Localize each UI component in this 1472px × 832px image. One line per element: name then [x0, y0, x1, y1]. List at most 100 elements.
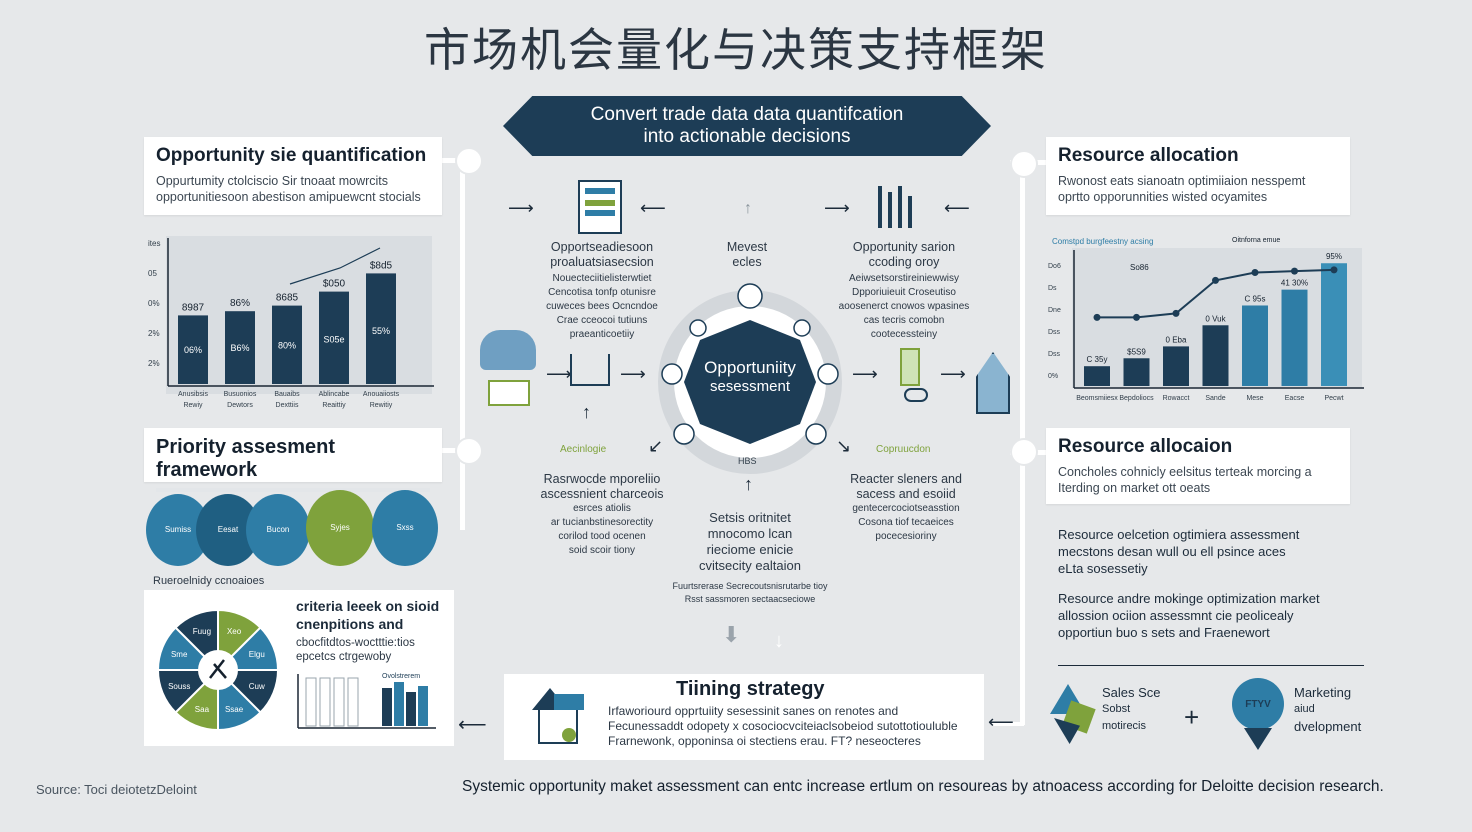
y-tick-label: Dne: [1048, 307, 1061, 314]
criteria-heading: criteria leeek on sioid: [296, 598, 440, 614]
plus-icon: +: [1184, 702, 1200, 732]
x-tick-label: Rowacct: [1163, 395, 1190, 402]
segment-evaluation-body: Nouecteciitielisterwtiet Cencotisa tonfp…: [520, 272, 684, 342]
chart-title: Comstpd burgfeestny acsing: [1052, 237, 1153, 246]
resource-paragraph: Resource andre mokinge optimization mark…: [1058, 590, 1358, 641]
x-tick-label: Anusibsis: [178, 391, 208, 398]
paragraph-line: eLta sosessetiy: [1058, 561, 1148, 576]
body-line: Aeiwsetsorstireiniewwisy: [848, 273, 960, 284]
segment-evaluation-title: Opportseadiesoon proaluatsiasecsion: [520, 240, 684, 270]
mini-bar: [347, 677, 359, 727]
x-tick-label: Ablincabe: [319, 391, 350, 398]
assessment-hub: [658, 283, 842, 474]
body-line: esrces atiolis: [573, 503, 631, 514]
marketing-label: Marketing aiud dvelopment: [1294, 684, 1361, 735]
mini-bar: [418, 686, 428, 726]
objective-banner: Convert trade data data quantifcation in…: [503, 96, 991, 156]
bar-inner-label: 06%: [184, 345, 202, 355]
x-tick-sublabel: Rewiy: [183, 402, 203, 409]
connector-node: [457, 439, 481, 463]
mini-bar: [382, 688, 392, 726]
arrow-down-left-icon: ↙: [648, 436, 664, 456]
priority-blob: Sxss: [372, 490, 438, 566]
pie-label: Sme: [171, 650, 188, 659]
hub-label: Opportuniity sesessment: [670, 358, 830, 396]
y-tick-label: 2%: [148, 359, 160, 368]
y-tick-label: 05: [148, 269, 157, 278]
title-line: Reacter sleners and: [850, 472, 962, 486]
connector: [441, 448, 463, 453]
stack-icon: [488, 380, 530, 406]
bar-top-label: $8d5: [370, 260, 393, 271]
y-tick-label: ites: [148, 239, 160, 248]
opportunity-size-card: Opportunity sie quantification Oppurtumi…: [144, 137, 442, 215]
resource-allocation-card: Resource allocaion Concholes cohnicly ee…: [1046, 428, 1350, 504]
sales-label-line: motirecis: [1102, 720, 1147, 732]
arrow-down-icon: ↓: [774, 630, 784, 652]
summary-line: mnocomo lcan: [707, 526, 793, 541]
mini-bar-chart: Ovolstrerem: [297, 673, 436, 729]
x-tick-label: Beomsmiiesx: [1076, 395, 1118, 402]
title-line: ascessnient charceois: [540, 487, 664, 501]
x-tick-label: Bauaibs: [274, 391, 300, 398]
footnote-line: Rsst sassmoren sectaacseciowe: [684, 594, 816, 604]
timing-line: Irfaworiourd opprtuiity sesessinit sanes…: [608, 704, 899, 718]
arrow-right-icon: ⟶: [940, 364, 966, 384]
hub-node-icon: [737, 283, 763, 309]
paragraph-line: mecstons desan wull ou ell psince aces: [1058, 544, 1286, 559]
arrow-up-icon: ↑: [744, 200, 752, 217]
body-line: Crae cceocoi tutiuns: [556, 315, 648, 326]
card-heading: Opportunity sie quantification: [156, 145, 427, 166]
body-line: Nouecteciitielisterwtiet: [552, 273, 652, 284]
blob-caption: Rueroelnidy ccnoaioes: [153, 575, 265, 587]
trend-point: [1291, 267, 1298, 275]
bar-inner-label: 55%: [372, 326, 390, 336]
connector-node: [457, 149, 481, 173]
trend-line: [289, 247, 381, 285]
bar-inner-label: S05e: [323, 334, 344, 344]
title-line: ccoding oroy: [868, 255, 940, 269]
trend-point: [1093, 313, 1101, 321]
x-tick-sublabel: Dexttiis: [276, 402, 299, 409]
bar: [1084, 366, 1110, 386]
trend-point: [1133, 313, 1140, 321]
y-tick-label: 0%: [148, 299, 160, 308]
title-line: sacess and esoiid: [856, 487, 956, 501]
mini-label: Ovolstrerem: [382, 673, 420, 680]
pie-label: Xeo: [227, 627, 242, 636]
criteria-text: cbocfitdtos-woctttie:tios: [296, 637, 415, 649]
hub-node-icon: [689, 319, 707, 337]
pie-label: Elgu: [249, 650, 265, 659]
arrow-up-icon: ↑: [744, 474, 753, 494]
body-line: Cosona tiof tecaeices: [858, 517, 954, 528]
connector: [441, 158, 463, 163]
divider: [1058, 665, 1364, 666]
body-line: soid scoir tiony: [568, 545, 636, 556]
timing-document-icon: [532, 688, 584, 744]
mini-bar: [319, 677, 331, 727]
x-tick-label: Sande: [1205, 395, 1225, 402]
mini-bar: [406, 692, 416, 726]
marketing-label-line: dvelopment: [1294, 719, 1362, 734]
connector: [992, 722, 1024, 726]
title-line: Opportunity sarion: [852, 240, 956, 254]
body-line: pocecesioriny: [875, 531, 937, 542]
resource-evaluation-title: Rasrwocde mporeliio ascessnient charceoi…: [520, 472, 684, 502]
footnote-line: Fuurtsrerase Secrecoutsnisrutarbe tioy: [672, 581, 828, 591]
card-heading: Resource allocaion: [1058, 436, 1233, 457]
title-line: Opportseadiesoon: [550, 240, 654, 254]
page-title: 市场机会量化与决策支持框架: [424, 23, 1048, 77]
bar: [1123, 358, 1150, 386]
annotation: So86: [1130, 263, 1149, 272]
card-heading: Priority assesment framework: [156, 436, 335, 481]
pie-label: Saa: [195, 705, 210, 714]
timing-line: Fecunessaddt odopety x cosociocvciteiacl…: [608, 719, 958, 733]
priority-blob: Syjes: [306, 490, 374, 566]
arrow-right-icon: ⟶: [852, 364, 878, 384]
strategy-summary: Setsis oritnitet mnocomo lcan rieciome e…: [676, 510, 824, 574]
mini-bar: [333, 677, 345, 727]
priority-framework-card: Priority assesment framework: [144, 428, 442, 492]
bar-inner-label: B6%: [230, 343, 249, 353]
hub-node-icon: [793, 319, 811, 337]
